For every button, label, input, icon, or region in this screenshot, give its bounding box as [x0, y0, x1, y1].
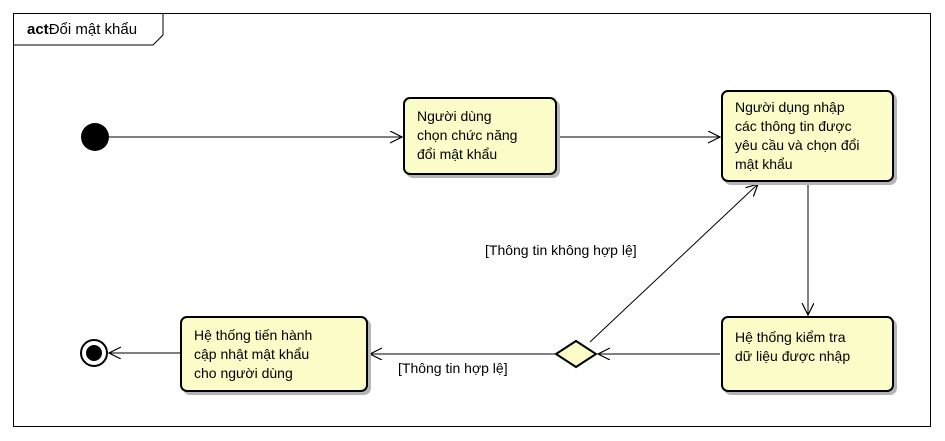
decision-node: [554, 339, 598, 369]
action-select-function-label: Người dùng chọn chức năng đổi mật khẩu: [417, 108, 518, 162]
frame-title: actĐổi mật khẩu: [27, 21, 137, 38]
action-select-function: Người dùng chọn chức năng đổi mật khẩu: [403, 97, 557, 175]
action-update-label: Hệ thống tiến hành cập nhật mật khẩu cho…: [194, 327, 313, 381]
action-enter-info: Người dụng nhập các thông tin được yêu c…: [721, 90, 894, 182]
action-enter-info-label: Người dụng nhập các thông tin được yêu c…: [735, 99, 860, 172]
frame-keyword: act: [27, 21, 49, 38]
action-validate: Hệ thống kiểm tra dữ liệu được nhập: [721, 316, 894, 392]
initial-node: [81, 123, 109, 151]
action-validate-label: Hệ thống kiểm tra dữ liệu được nhập: [735, 329, 851, 364]
frame-name: Đổi mật khẩu: [48, 21, 138, 38]
frame-tab-outline: [13, 13, 164, 46]
edge-decision-to-enter: [589, 184, 758, 343]
guard-invalid: [Thông tin không hợp lệ]: [485, 242, 637, 258]
activity-frame: [13, 13, 931, 427]
final-node-inner: [86, 345, 102, 361]
guard-valid: [Thông tin hợp lệ]: [398, 360, 508, 376]
action-update: Hệ thống tiến hành cập nhật mật khẩu cho…: [180, 316, 368, 392]
